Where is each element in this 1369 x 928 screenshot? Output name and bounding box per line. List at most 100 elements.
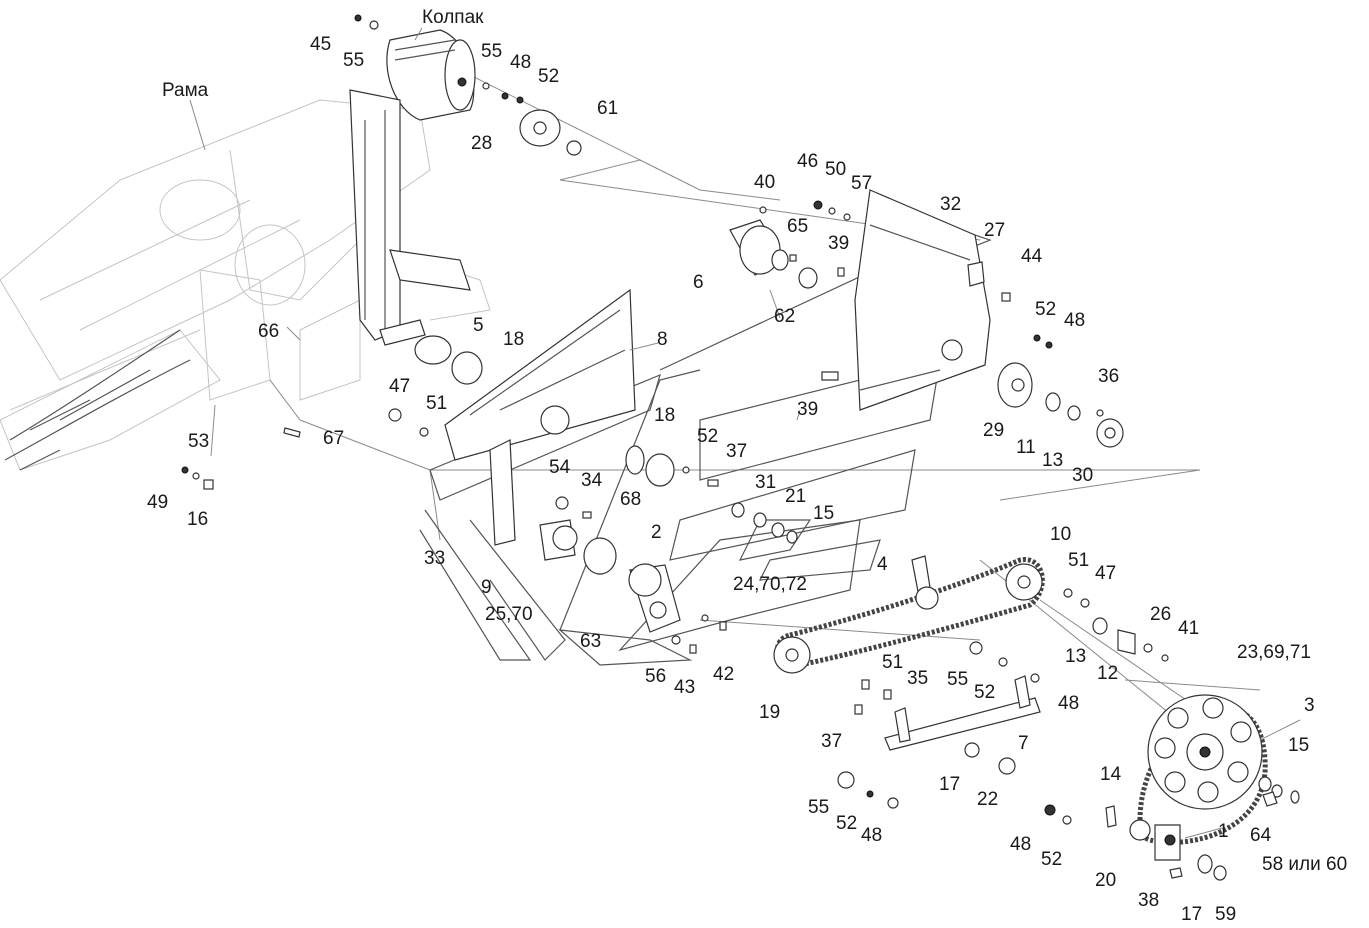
label-6: 6 (693, 272, 704, 293)
label-59: 59 (1215, 904, 1236, 925)
label-7: 7 (1018, 733, 1029, 754)
label-55: 55 (947, 669, 968, 690)
label-52: 52 (538, 66, 559, 87)
label-25-70: 25,70 (485, 604, 533, 625)
label-10: 10 (1050, 524, 1071, 545)
label-68: 68 (620, 489, 641, 510)
plate-32 (821, 189, 1011, 411)
label-65: 65 (787, 216, 808, 237)
tensioner-bar (837, 641, 1041, 809)
label-2: 2 (651, 522, 662, 543)
label-8: 8 (657, 329, 668, 350)
label-57: 57 (851, 173, 872, 194)
label-66: 66 (258, 321, 279, 342)
plate-8 (444, 288, 636, 461)
label-28: 28 (471, 133, 492, 154)
label-30: 30 (1072, 465, 1093, 486)
callout-labels: Колпак Рама 45 55 55 48 52 61 28 66 67 5… (147, 7, 1347, 925)
label-17: 17 (939, 774, 960, 795)
label-48: 48 (510, 52, 531, 73)
label-52: 52 (697, 426, 718, 447)
label-55: 55 (343, 50, 364, 71)
label-52: 52 (1041, 849, 1062, 870)
label-52: 52 (1035, 299, 1056, 320)
label-15: 15 (813, 503, 834, 524)
label-48: 48 (1058, 693, 1079, 714)
label-17: 17 (1181, 904, 1202, 925)
label-43: 43 (674, 677, 695, 698)
label-36: 36 (1098, 366, 1119, 387)
label-50: 50 (825, 159, 846, 180)
label-24-70-72: 24,70,72 (733, 574, 807, 595)
label-rama: Рама (162, 80, 209, 101)
label-19: 19 (759, 702, 780, 723)
label-15: 15 (1288, 735, 1309, 756)
label-55: 55 (481, 41, 502, 62)
label-3: 3 (1304, 695, 1315, 716)
right-middle-small-parts (1063, 588, 1169, 662)
flange-group (997, 334, 1124, 448)
frame-pillar (349, 89, 471, 346)
label-33: 33 (424, 548, 445, 569)
label-37: 37 (821, 731, 842, 752)
label-48: 48 (1010, 834, 1031, 855)
label-32: 32 (940, 194, 961, 215)
label-49: 49 (147, 492, 168, 513)
label-13: 13 (1065, 646, 1086, 667)
label-62: 62 (774, 306, 795, 327)
label-39: 39 (828, 233, 849, 254)
label-18: 18 (503, 329, 524, 350)
label-46: 46 (797, 151, 818, 172)
label-55: 55 (808, 797, 829, 818)
label-26: 26 (1150, 604, 1171, 625)
label-kolpak: Колпак (422, 7, 484, 28)
label-18: 18 (654, 405, 675, 426)
label-44: 44 (1021, 246, 1043, 267)
label-52: 52 (836, 813, 857, 834)
label-1: 1 (1218, 821, 1229, 842)
label-39: 39 (797, 399, 818, 420)
label-5: 5 (473, 315, 484, 336)
label-47: 47 (1095, 563, 1116, 584)
label-34: 34 (581, 470, 603, 491)
label-35: 35 (907, 668, 928, 689)
label-13: 13 (1042, 450, 1063, 471)
guide-lines (269, 39, 1231, 731)
label-64: 64 (1250, 825, 1272, 846)
label-21: 21 (785, 486, 806, 507)
label-29: 29 (983, 420, 1004, 441)
label-48: 48 (861, 825, 882, 846)
label-53: 53 (188, 431, 209, 452)
shaft-assembly-6 (729, 200, 851, 289)
label-22: 22 (977, 789, 998, 810)
middle-chain-drive (773, 555, 1045, 674)
sprocket-3 (1129, 694, 1268, 861)
parts-56-43-42 (671, 614, 727, 654)
label-12: 12 (1097, 663, 1118, 684)
label-37: 37 (726, 441, 747, 462)
label-11: 11 (1016, 437, 1036, 458)
label-31: 31 (755, 472, 776, 493)
label-56: 56 (645, 666, 666, 687)
label-47: 47 (389, 376, 410, 397)
top-small-parts (354, 14, 582, 156)
label-63: 63 (580, 631, 601, 652)
label-51: 51 (882, 652, 903, 673)
label-27: 27 (984, 220, 1005, 241)
label-45: 45 (310, 34, 331, 55)
label-38: 38 (1138, 890, 1159, 911)
label-52: 52 (974, 682, 995, 703)
label-20: 20 (1095, 870, 1116, 891)
bottom-right-small-parts (1044, 776, 1300, 881)
label-61: 61 (597, 98, 618, 119)
left-small-parts (181, 335, 483, 490)
label-54: 54 (549, 457, 571, 478)
label-4: 4 (877, 554, 888, 575)
label-40: 40 (754, 172, 775, 193)
label-58-or-60: 58 или 60 (1262, 854, 1347, 875)
label-51: 51 (426, 393, 447, 414)
label-9: 9 (481, 577, 492, 598)
label-42: 42 (713, 664, 734, 685)
